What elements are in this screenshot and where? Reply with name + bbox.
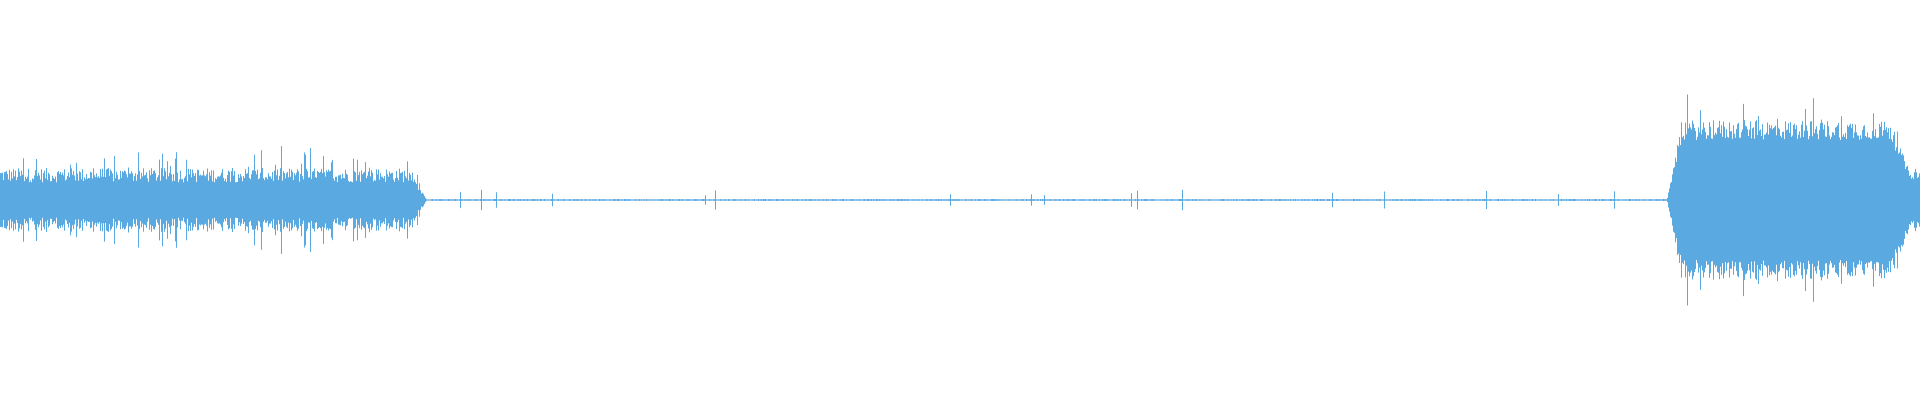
waveform-bars (0, 94, 1920, 306)
